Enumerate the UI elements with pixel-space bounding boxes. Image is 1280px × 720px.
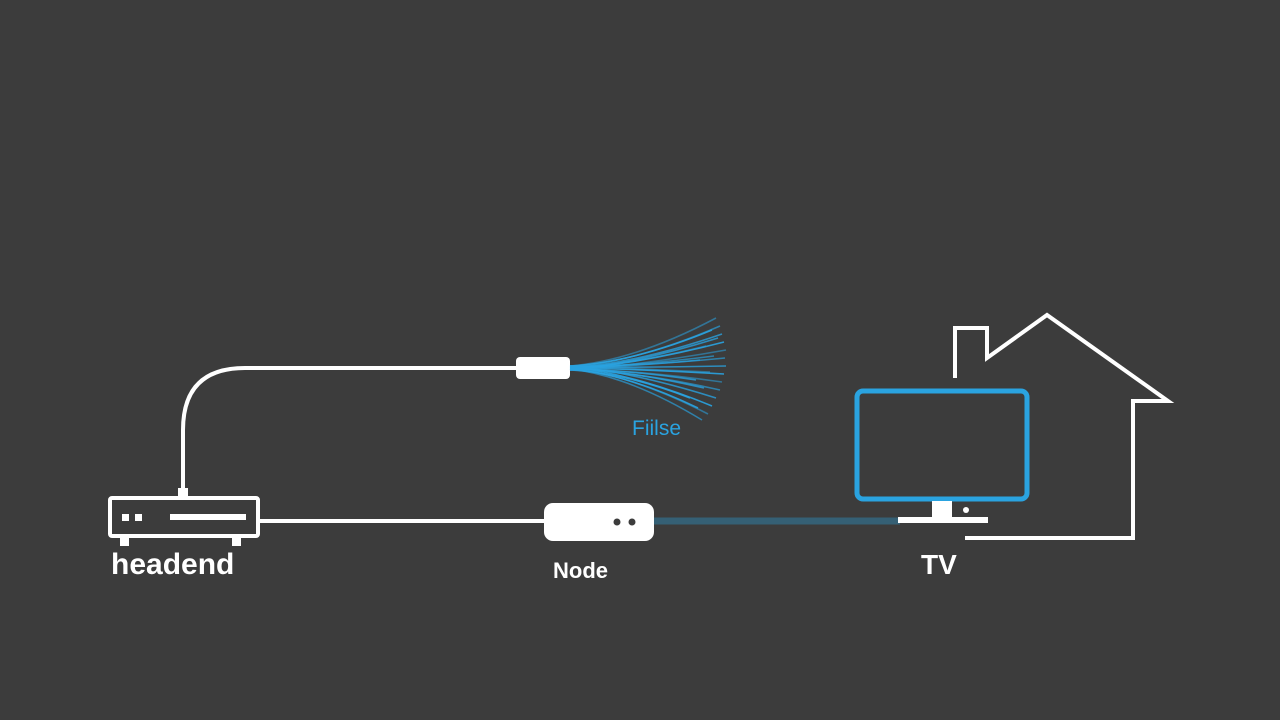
fiber-strand xyxy=(569,359,701,369)
fiber-cable xyxy=(181,366,518,492)
house-outline-icon xyxy=(953,312,1175,540)
headend-label: headend xyxy=(111,548,235,581)
tv-label: TV xyxy=(921,549,957,580)
tv-monitor-icon xyxy=(854,388,1030,523)
fiber-strand xyxy=(569,355,715,368)
fiber-strand xyxy=(569,368,699,409)
node-label: Node xyxy=(553,558,608,583)
fiber-label: Fiilse xyxy=(632,417,682,440)
fiber-connector xyxy=(516,357,570,379)
node-device-icon xyxy=(544,503,654,541)
headend-device-icon xyxy=(108,488,260,546)
fiber-strands-icon xyxy=(569,317,727,421)
fiber-strand xyxy=(569,367,705,389)
fiber-strand xyxy=(569,329,713,367)
